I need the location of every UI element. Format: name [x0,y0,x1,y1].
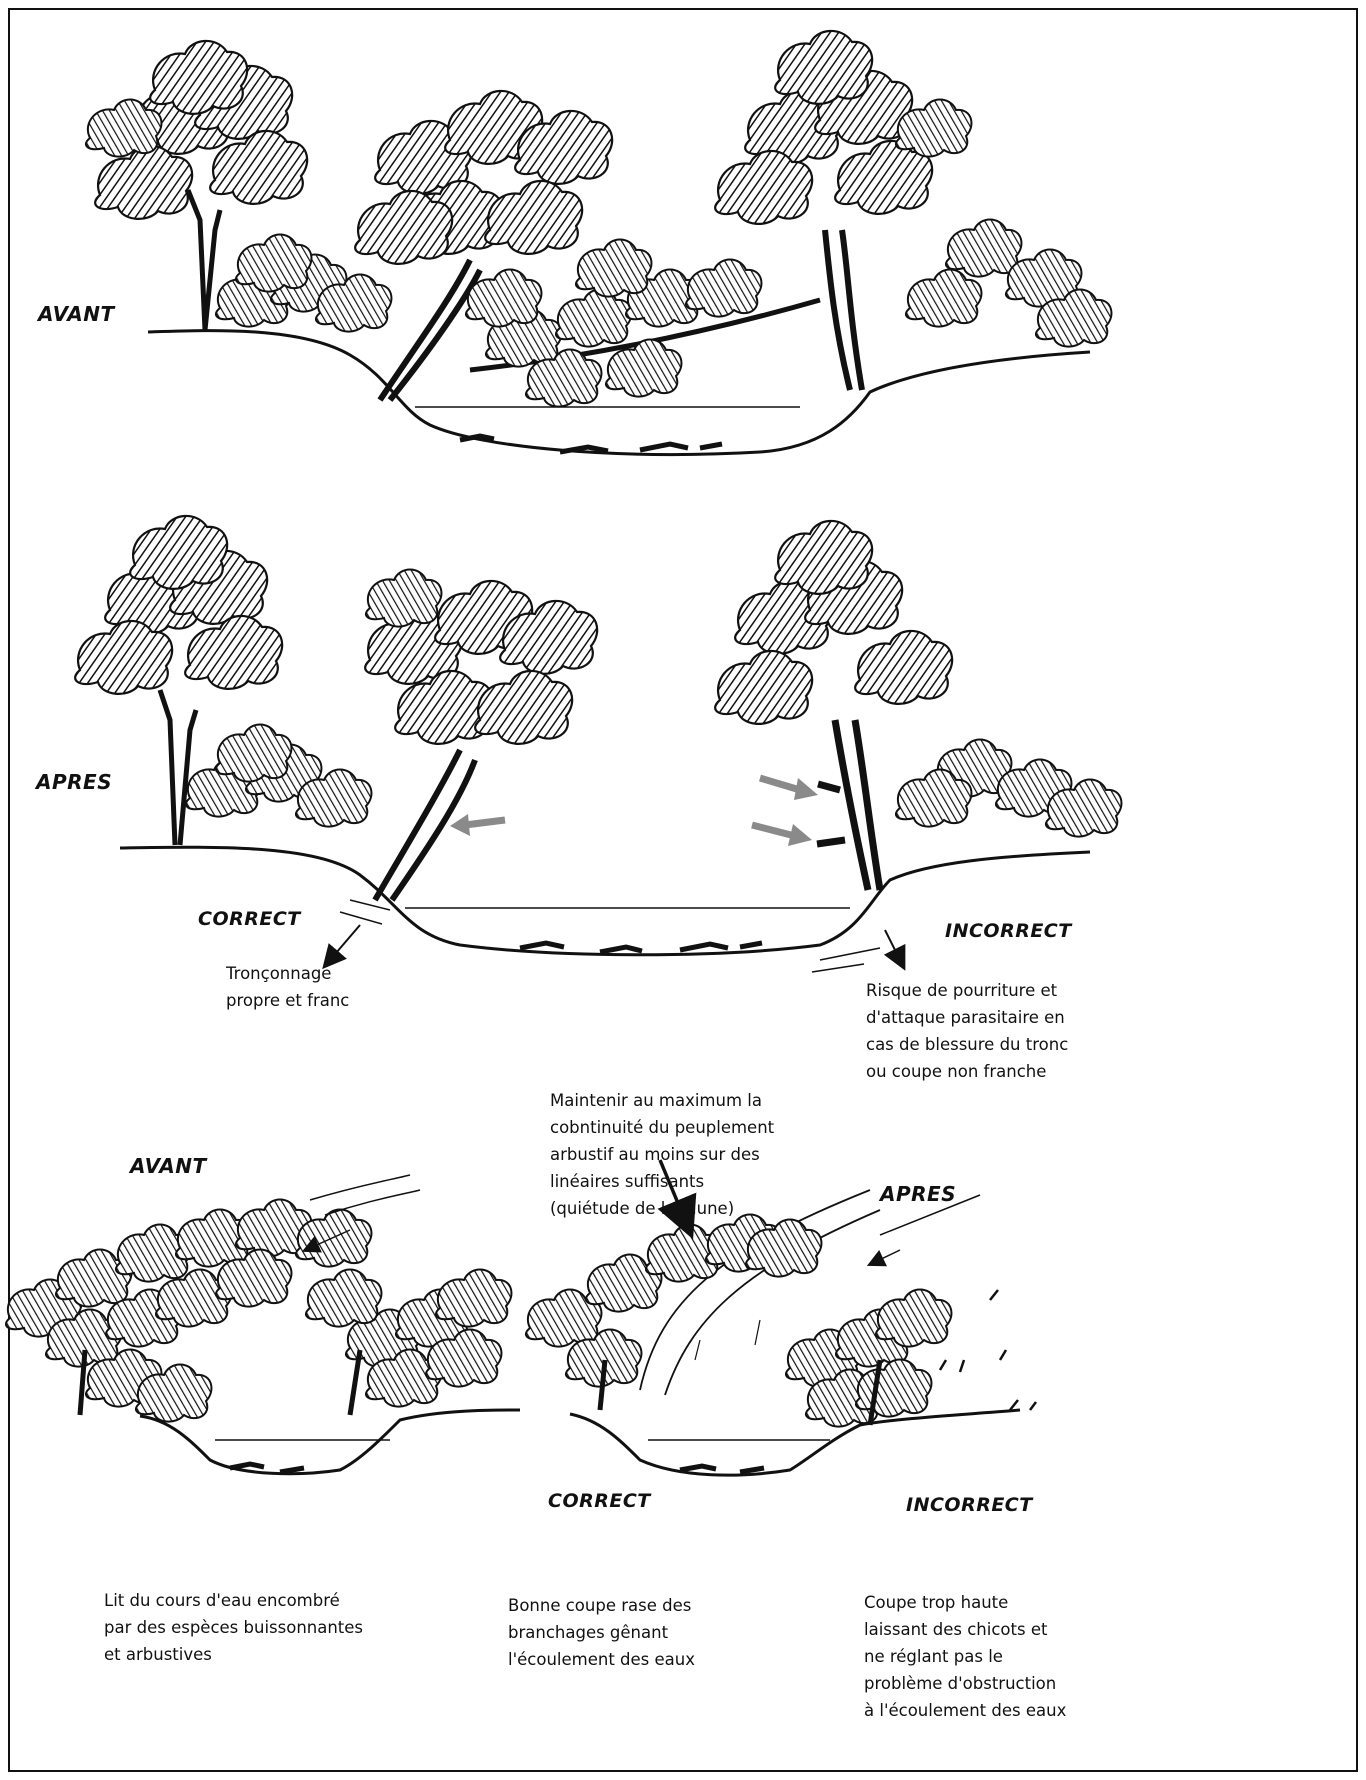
label-after-middle: APRES [36,770,112,794]
note-incorrect-bottom: Coupe trop haute laissant des chicots et… [864,1589,1066,1724]
label-before-top: AVANT [38,302,115,326]
note-before-bottom: Lit du cours d'eau encombré par des espè… [104,1587,363,1668]
label-correct-middle: CORRECT [198,908,301,930]
note-correct-bottom: Bonne coupe rase des branchages gênant l… [508,1592,695,1673]
label-incorrect-middle: INCORRECT [945,920,1072,942]
note-top-bottom: Maintenir au maximum la cobntinuité du p… [550,1087,774,1222]
panel-middle-scene [75,516,1121,972]
label-after-bottom: APRES [880,1182,956,1206]
panel-bottom-before-scene [6,1175,520,1474]
label-incorrect-bottom: INCORRECT [906,1494,1033,1516]
label-before-bottom: AVANT [130,1154,207,1178]
panel-top-scene [86,31,1111,455]
ground-line [570,1410,1020,1475]
note-incorrect-middle: Risque de pourriture et d'attaque parasi… [866,977,1068,1085]
ground-line [140,1410,520,1474]
note-correct-middle: Tronçonnage propre et franc [226,960,349,1014]
label-correct-bottom: CORRECT [548,1490,651,1512]
